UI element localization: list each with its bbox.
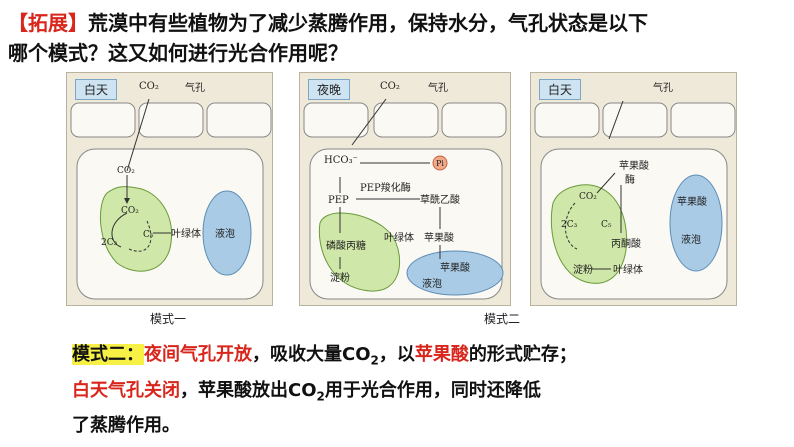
question-header: 【拓展】荒漠中有些植物为了减少蒸腾作用，保持水分，气孔状态是以下 哪个模式？这又… bbox=[8, 8, 788, 68]
mode2-pep: PEP bbox=[328, 195, 349, 206]
diagram-mode2: 夜晚 CO₂ 气孔 HCO₃⁻ Pi PEP羧化酶 PEP 草酰乙酸 叶绿体 苹… bbox=[299, 72, 511, 306]
mode3-pyruvate: 丙酮酸 bbox=[611, 237, 641, 250]
mode1-caption: 模式一 bbox=[150, 312, 187, 326]
mode1-time-label: 白天 bbox=[75, 79, 118, 100]
extension-tag: 【拓展】 bbox=[8, 11, 88, 35]
store-text-a: ，以 bbox=[378, 344, 415, 365]
night-open: 夜间气孔开放 bbox=[144, 344, 252, 365]
mode1-co2-label: CO₂ bbox=[139, 81, 159, 92]
diagram-mode1: 白天 CO₂ 气孔 CO₂ CO₂ 2C₃ C₅ 叶绿体 液泡 bbox=[66, 72, 273, 306]
mode1-c3: 2C₃ bbox=[101, 238, 118, 248]
mode1-c5: C₅ bbox=[143, 230, 154, 240]
transpiration-text: 了蒸腾作用。 bbox=[72, 415, 180, 437]
co2-sub-1: 2 bbox=[370, 353, 379, 368]
absorb-text: ，吸收大量CO bbox=[252, 344, 371, 365]
mode3-cell-svg bbox=[531, 73, 736, 305]
mode3-c3: 2C₃ bbox=[561, 220, 578, 230]
mode1-co2-cycle: CO₂ bbox=[121, 206, 139, 216]
mode2-stoma-label: 气孔 bbox=[428, 81, 448, 94]
mode2-label: 模式二： bbox=[72, 344, 144, 365]
mode2-hco3: HCO₃⁻ bbox=[324, 155, 358, 166]
mode3-co2: CO₂ bbox=[579, 192, 597, 202]
mode3-vacuole: 液泡 bbox=[681, 233, 701, 246]
mode1-stoma-label: 气孔 bbox=[185, 81, 205, 94]
mode3-malate-vac: 苹果酸 bbox=[677, 195, 707, 208]
mode2-malate-vac: 苹果酸 bbox=[440, 261, 470, 274]
mode2-malate: 苹果酸 bbox=[424, 231, 454, 244]
mode2-cell-svg bbox=[300, 73, 510, 305]
mode3-malate: 苹果酸 bbox=[619, 159, 649, 172]
mode3-chloroplast: 叶绿体 bbox=[613, 263, 643, 276]
mode2-oxaloacetate: 草酰乙酸 bbox=[420, 193, 460, 206]
mode1-chloroplast-label: 叶绿体 bbox=[171, 227, 201, 240]
mode2-time-label: 夜晚 bbox=[308, 79, 351, 100]
mode2-triose: 磷酸丙糖 bbox=[326, 239, 366, 252]
day-closed: 白天气孔关闭 bbox=[72, 379, 180, 401]
mode2-pep-enzyme: PEP羧化酶 bbox=[360, 181, 411, 194]
explanation: 模式二：夜间气孔开放，吸收大量CO2，以苹果酸的形式贮存； 白天气孔关闭，苹果酸… bbox=[72, 340, 772, 441]
mode2-co2-label: CO₂ bbox=[380, 81, 400, 92]
mode1-vacuole-label: 液泡 bbox=[215, 227, 235, 240]
mode1-cell-svg bbox=[67, 73, 272, 305]
mode3-time-label: 白天 bbox=[539, 79, 582, 100]
question-line-1: 荒漠中有些植物为了减少蒸腾作用，保持水分，气孔状态是以下 bbox=[88, 11, 648, 35]
co2-sub-2: 2 bbox=[316, 389, 325, 404]
store-text-b: 的形式贮存； bbox=[468, 344, 577, 365]
mode2-vacuole: 液泡 bbox=[422, 277, 442, 290]
diagram-mode2-day: 白天 气孔 苹果酸 酶 CO₂ 2C₃ C₅ 丙酮酸 淀粉 叶绿体 苹果酸 液泡 bbox=[530, 72, 737, 306]
mode1-labels: CO₂ 气孔 CO₂ CO₂ 2C₃ C₅ 叶绿体 液泡 bbox=[101, 81, 235, 248]
malate-highlight: 苹果酸 bbox=[414, 344, 469, 365]
mode2-pi: Pi bbox=[436, 159, 444, 168]
mode2-labels: CO₂ 气孔 HCO₃⁻ Pi PEP羧化酶 PEP 草酰乙酸 叶绿体 苹果酸 … bbox=[324, 81, 470, 290]
mode3-stoma-label: 气孔 bbox=[653, 81, 673, 94]
mode1-co2-in: CO₂ bbox=[117, 166, 135, 176]
release-text: ，苹果酸放出CO bbox=[180, 379, 317, 401]
mode3-starch: 淀粉 bbox=[573, 263, 593, 276]
mode3-enzyme: 酶 bbox=[625, 173, 635, 186]
mode3-c5: C₅ bbox=[601, 220, 612, 230]
mode2-starch: 淀粉 bbox=[330, 271, 350, 284]
photosynthesis-text: 用于光合作用，同时还降低 bbox=[324, 379, 541, 401]
mode2-chloroplast: 叶绿体 bbox=[384, 231, 414, 244]
mode2-caption: 模式二 bbox=[484, 312, 521, 326]
mode3-labels: 气孔 苹果酸 酶 CO₂ 2C₃ C₅ 丙酮酸 淀粉 叶绿体 苹果酸 液泡 bbox=[561, 81, 707, 276]
question-line-2: 哪个模式？这又如何进行光合作用呢？ bbox=[8, 41, 348, 65]
